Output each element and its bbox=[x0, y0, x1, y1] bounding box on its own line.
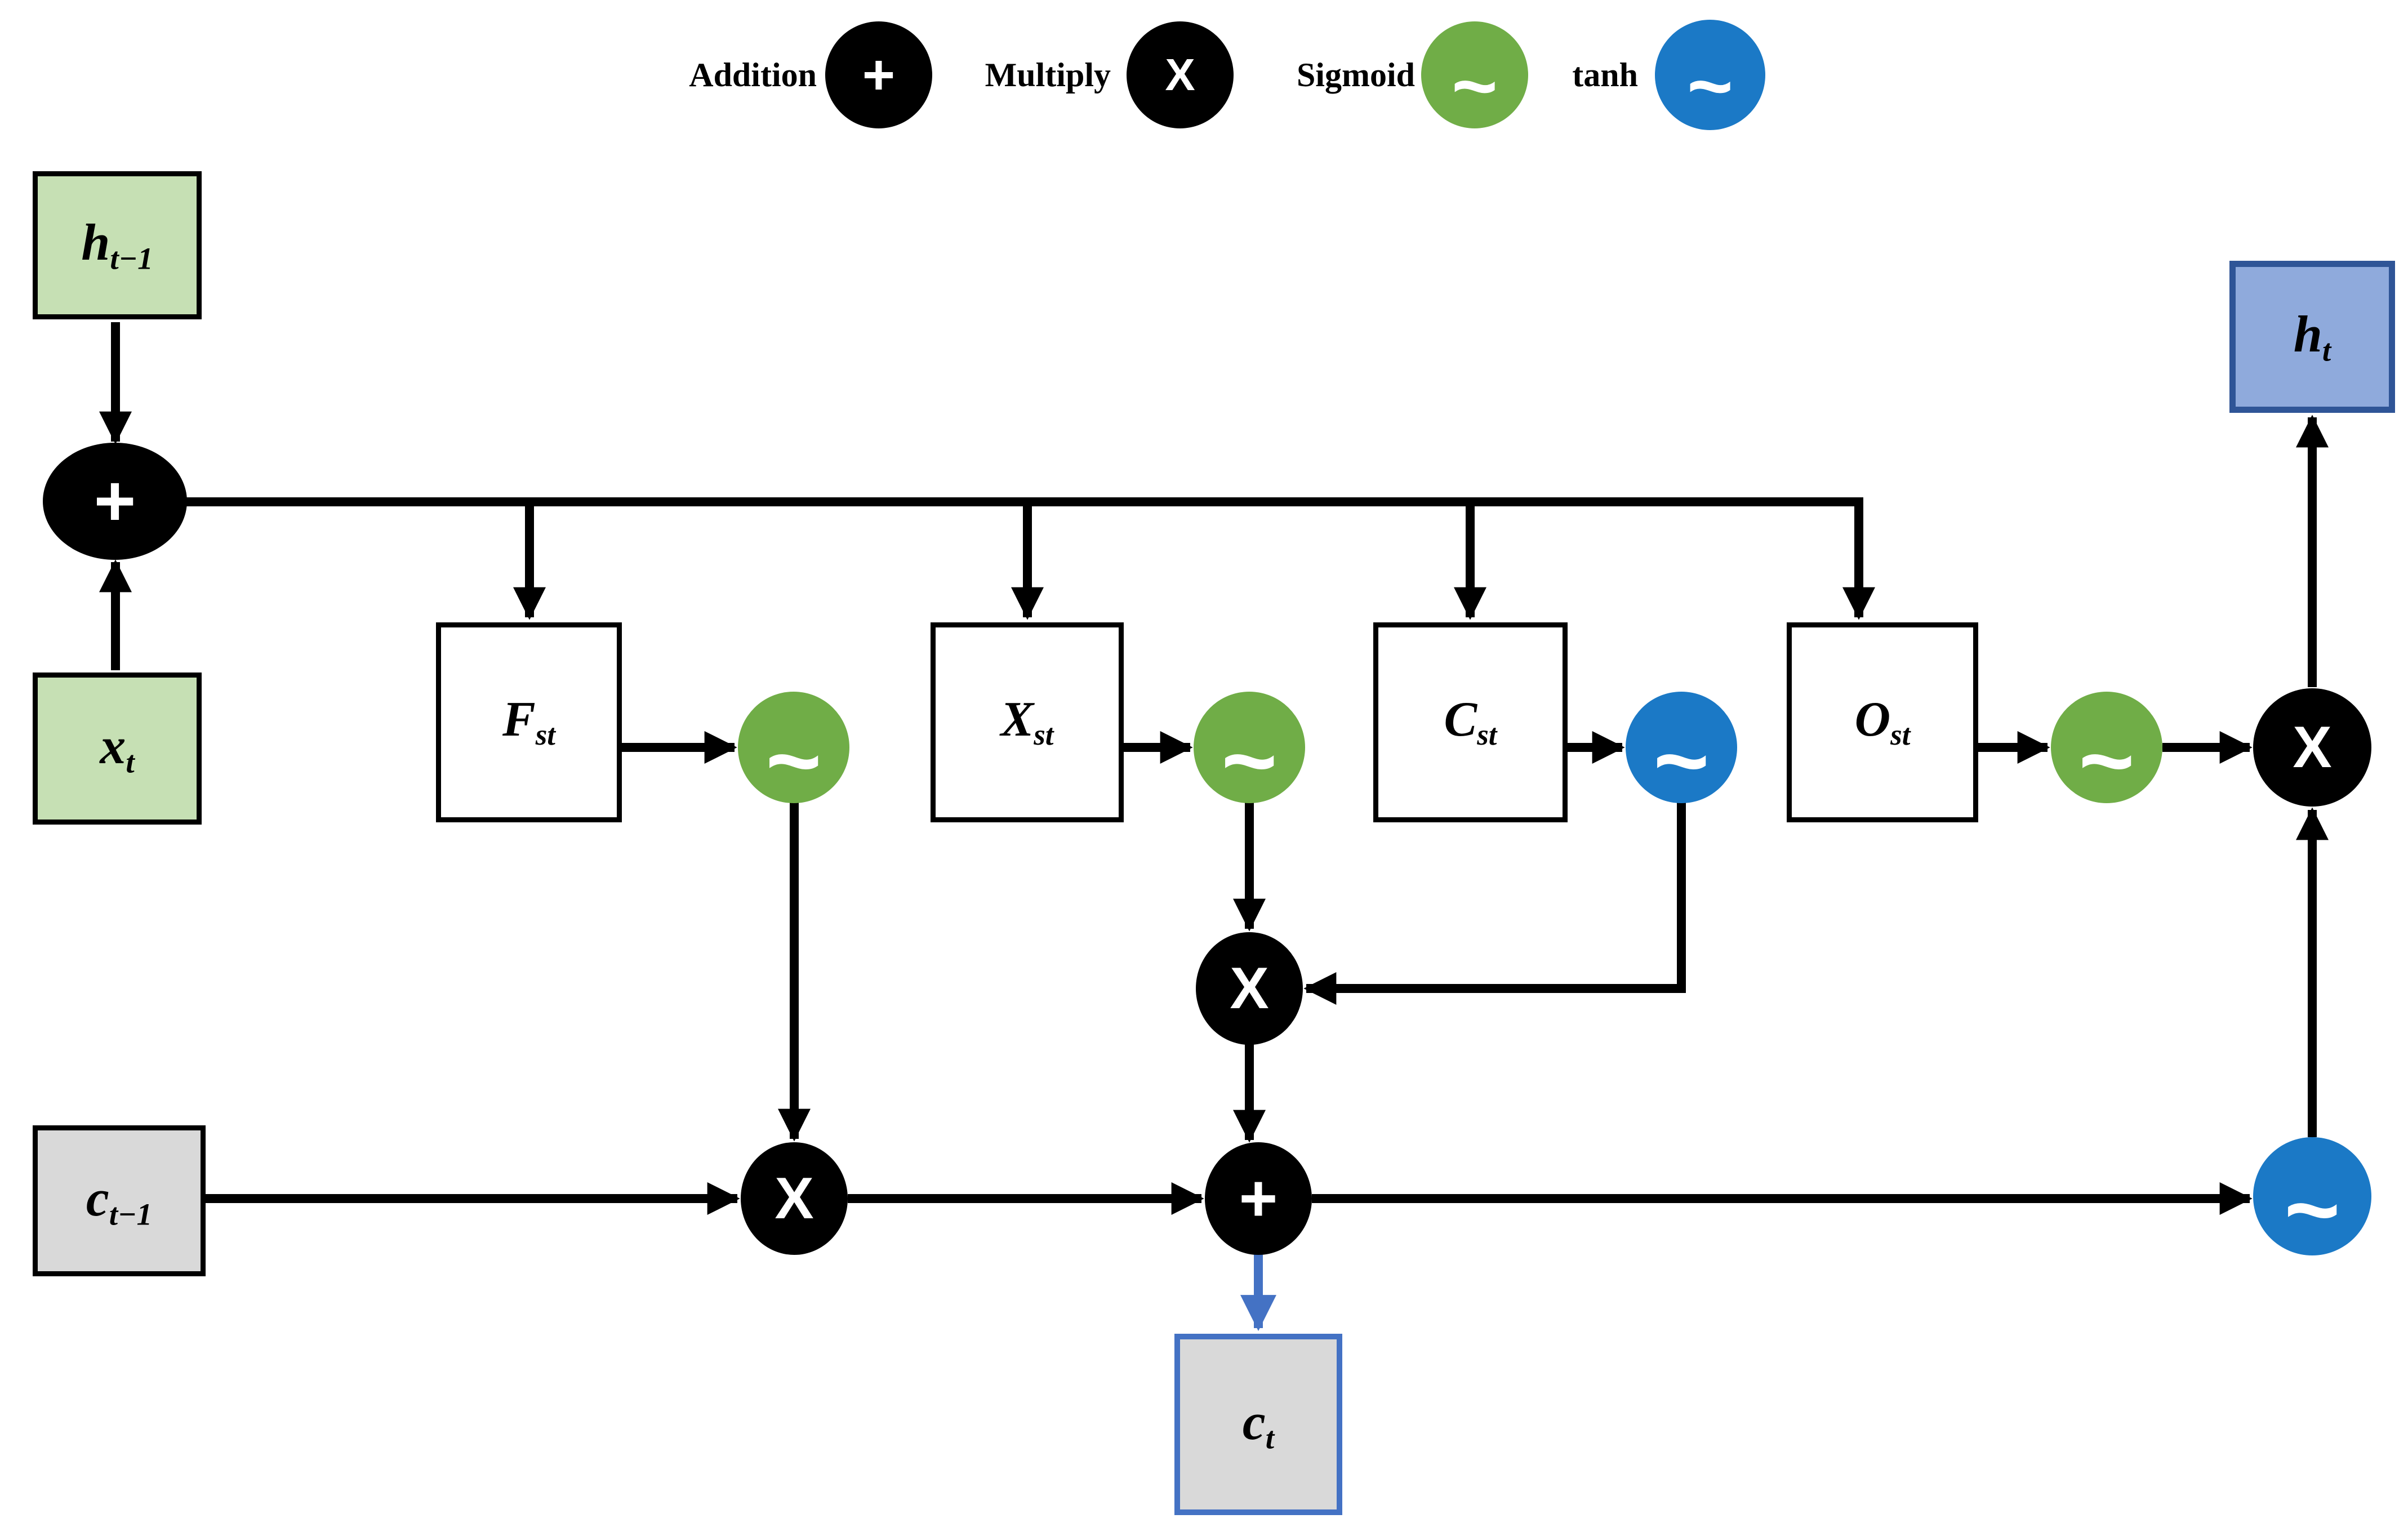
output-tanh-icon: ~ bbox=[2253, 1137, 2371, 1258]
arrow-tanhc-to-candidatemult bbox=[1303, 802, 1686, 1005]
node-x-input: xt bbox=[33, 673, 202, 825]
legend-label-addition: Addition bbox=[689, 56, 817, 93]
candidate-tanh-icon: ~ bbox=[1626, 692, 1737, 809]
node-c-prev: ct−1 bbox=[33, 1125, 206, 1276]
gate-x: Xst bbox=[931, 622, 1124, 822]
node-h-out: ht bbox=[2229, 261, 2395, 413]
gate-c: Cst bbox=[1373, 622, 1568, 822]
cell-sum-op: + bbox=[1205, 1142, 1312, 1255]
legend-label-tanh: tanh bbox=[1572, 56, 1638, 93]
candidate-mult-op: X bbox=[1196, 932, 1303, 1045]
output-mult-op: X bbox=[2253, 688, 2371, 807]
addition-icon: + bbox=[825, 21, 932, 128]
gate-f: Fst bbox=[436, 622, 622, 822]
multiply-icon: X bbox=[1127, 21, 1234, 128]
output-sigmoid-icon: ~ bbox=[2051, 692, 2162, 809]
forget-sigmoid-icon: ~ bbox=[738, 692, 849, 809]
trunk-inputsum-to-ogate bbox=[186, 497, 1875, 620]
legend-label-sigmoid: Sigmoid bbox=[1296, 56, 1415, 93]
node-h-prev: ht−1 bbox=[33, 171, 202, 319]
forget-mult-op: X bbox=[741, 1142, 848, 1255]
legend-label-multiply: Multiply bbox=[985, 56, 1111, 93]
tanh-icon: ~ bbox=[1655, 20, 1765, 130]
sigmoid-icon: ~ bbox=[1421, 21, 1528, 128]
input-sum-op: + bbox=[43, 443, 187, 560]
input-sigmoid-icon: ~ bbox=[1194, 692, 1305, 809]
node-c-out: ct bbox=[1174, 1334, 1342, 1515]
gate-o: Ost bbox=[1787, 622, 1978, 822]
